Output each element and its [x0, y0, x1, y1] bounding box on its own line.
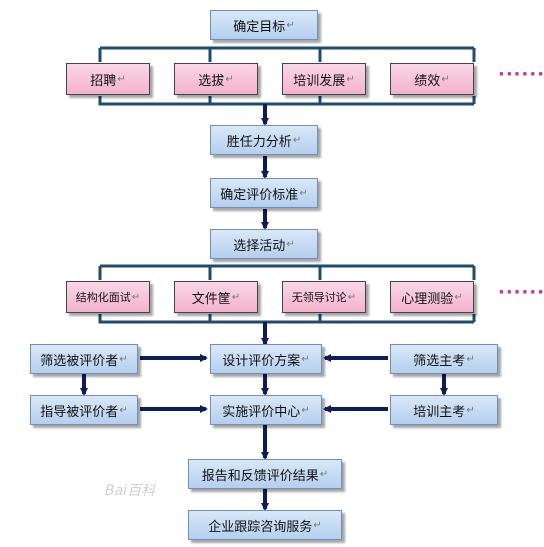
- watermark: Bai百科: [105, 483, 156, 499]
- node-leaderless-discussion: 无领导讨论↵: [282, 281, 366, 313]
- return-mark: ↵: [301, 353, 310, 365]
- node-in-basket: 文件筐↵: [174, 281, 258, 313]
- node-label: 筛选主考: [413, 353, 466, 369]
- return-mark: ↵: [319, 468, 329, 480]
- branch-bar-top: [98, 46, 476, 62]
- node-label: 绩效: [414, 73, 441, 89]
- more-dots-middle: ······: [498, 282, 544, 303]
- node-label: 企业跟踪咨询服务: [208, 519, 313, 535]
- return-mark: ↵: [313, 519, 322, 531]
- return-mark: ↵: [466, 404, 475, 416]
- more-dots-top: ······: [498, 64, 544, 85]
- branch-bar-middle: [98, 264, 476, 280]
- node-screen-examiners: 筛选主考↵: [390, 344, 498, 374]
- node-label: 筛选被评价者: [40, 353, 119, 369]
- return-mark: ↵: [119, 404, 128, 416]
- node-label: 实施评价中心: [222, 404, 301, 420]
- node-goal: 确定目标↵: [210, 10, 318, 40]
- node-label: 胜任力分析: [226, 134, 292, 150]
- node-label: 设计评价方案: [222, 353, 301, 369]
- node-tracking-service: 企业跟踪咨询服务↵: [188, 510, 342, 540]
- node-structured-interview: 结构化面试↵: [66, 281, 150, 313]
- node-train-examiners: 培训主考↵: [390, 395, 498, 425]
- node-label: 培训主考: [413, 404, 466, 420]
- return-mark: ↵: [347, 291, 357, 303]
- node-training: 培训发展↵: [282, 63, 366, 95]
- node-label: 确定评价标准: [220, 187, 299, 203]
- return-mark: ↵: [286, 238, 295, 250]
- node-label: 确定目标: [233, 19, 286, 35]
- merge-bar-top: [98, 96, 476, 106]
- node-criteria: 确定评价标准↵: [210, 178, 318, 208]
- node-label: 文件筐: [191, 291, 231, 307]
- return-mark: ↵: [466, 353, 475, 365]
- return-mark: ↵: [454, 291, 463, 303]
- node-screen-ratees: 筛选被评价者↵: [30, 344, 138, 374]
- return-mark: ↵: [346, 73, 355, 85]
- node-label: 指导被评价者: [40, 404, 119, 420]
- merge-bar-middle: [98, 314, 476, 324]
- return-mark: ↵: [292, 134, 302, 146]
- node-label: 选拔: [198, 73, 225, 89]
- node-report-feedback: 报告和反馈评价结果↵: [188, 459, 342, 489]
- return-mark: ↵: [117, 73, 126, 85]
- node-label: 选择活动: [233, 238, 286, 254]
- node-guide-ratees: 指导被评价者↵: [30, 395, 138, 425]
- return-mark: ↵: [119, 353, 128, 365]
- node-label: 培训发展: [293, 73, 346, 89]
- node-design-plan: 设计评价方案↵: [210, 344, 322, 374]
- return-mark: ↵: [441, 73, 450, 85]
- node-psych-test: 心理测验↵: [390, 281, 474, 313]
- return-mark: ↵: [299, 187, 308, 199]
- return-mark: ↵: [225, 73, 234, 85]
- node-select: 选拔↵: [174, 63, 258, 95]
- node-label: 无领导讨论: [291, 291, 347, 304]
- return-mark: ↵: [231, 291, 241, 303]
- node-label: 报告和反馈评价结果: [201, 468, 319, 484]
- node-performance: 绩效↵: [390, 63, 474, 95]
- return-mark: ↵: [286, 19, 295, 31]
- node-competency: 胜任力分析↵: [210, 125, 318, 155]
- node-label: 招聘: [90, 73, 117, 89]
- node-label: 心理测验: [401, 291, 454, 307]
- node-recruit: 招聘↵: [66, 63, 150, 95]
- node-activity: 选择活动↵: [210, 229, 318, 259]
- return-mark: ↵: [131, 291, 141, 303]
- return-mark: ↵: [301, 404, 310, 416]
- node-assessment-center: 实施评价中心↵: [210, 395, 322, 425]
- node-label: 结构化面试: [75, 291, 131, 304]
